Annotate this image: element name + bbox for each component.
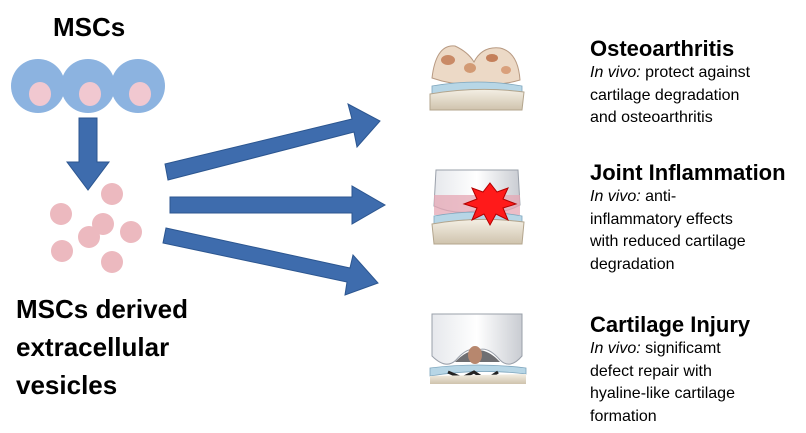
application-osteoarthritis: Osteoarthritis In vivo: protect against … bbox=[590, 36, 750, 130]
arrow-to-cartilage-injury bbox=[162, 227, 379, 296]
ev-label-line: MSCs derived bbox=[16, 294, 188, 324]
ev-label: MSCs derived extracellular vesicles bbox=[16, 290, 188, 404]
inflammation-burst-icon bbox=[462, 182, 518, 227]
arrow-to-joint-inflammation bbox=[169, 185, 387, 225]
description-line: with reduced cartilage bbox=[590, 233, 746, 251]
in-vivo-prefix: In vivo: bbox=[590, 64, 641, 82]
description-line: protect against bbox=[640, 64, 751, 82]
description-line: and osteoarthritis bbox=[590, 109, 713, 127]
application-title: Osteoarthritis bbox=[590, 36, 735, 61]
vesicles bbox=[50, 183, 142, 273]
description-line: hyaline-like cartilage bbox=[590, 385, 735, 403]
knee-joint-cartilage-defect-image bbox=[426, 312, 527, 384]
msc-label: MSCs bbox=[53, 12, 126, 42]
in-vivo-prefix: In vivo: bbox=[590, 188, 641, 206]
description-line: degradation bbox=[590, 255, 675, 273]
application-description: In vivo: significamt defect repair with … bbox=[590, 338, 750, 428]
vesicle bbox=[101, 251, 123, 273]
application-title: Joint Inflammation bbox=[590, 160, 786, 185]
application-title: Cartilage Injury bbox=[590, 312, 751, 337]
vesicle bbox=[120, 221, 142, 243]
description-line: significamt bbox=[640, 340, 721, 358]
msc-nucleus bbox=[79, 82, 101, 106]
description-line: defect repair with bbox=[590, 362, 712, 380]
description-line: inflammatory effects bbox=[590, 210, 733, 228]
vesicle bbox=[78, 226, 100, 248]
msc-nucleus bbox=[29, 82, 51, 106]
description-line: cartilage degradation bbox=[590, 86, 740, 104]
vesicle bbox=[51, 240, 73, 262]
knee-joint-cartilage-degradation-image bbox=[427, 40, 525, 112]
msc-nucleus bbox=[129, 82, 151, 106]
description-line: anti- bbox=[640, 188, 677, 206]
vesicle bbox=[101, 183, 123, 205]
ev-label-line: vesicles bbox=[16, 370, 118, 400]
vesicle bbox=[92, 213, 114, 235]
application-cartilage-injury: Cartilage Injury In vivo: significamt de… bbox=[590, 312, 750, 428]
ev-label-line: extracellular bbox=[16, 332, 170, 362]
application-description: In vivo: protect against cartilage degra… bbox=[590, 62, 750, 130]
description-line: formation bbox=[590, 407, 657, 425]
knee-joint-inflammation-image bbox=[426, 168, 528, 246]
application-joint-inflammation: Joint Inflammation In vivo: anti- inflam… bbox=[590, 160, 786, 276]
in-vivo-prefix: In vivo: bbox=[590, 340, 641, 358]
vesicle bbox=[50, 203, 72, 225]
arrow-to-osteoarthritis bbox=[164, 103, 381, 181]
msc-cells bbox=[11, 59, 165, 113]
application-description: In vivo: anti- inflammatory effects with… bbox=[590, 186, 786, 276]
down-arrow bbox=[66, 117, 110, 191]
